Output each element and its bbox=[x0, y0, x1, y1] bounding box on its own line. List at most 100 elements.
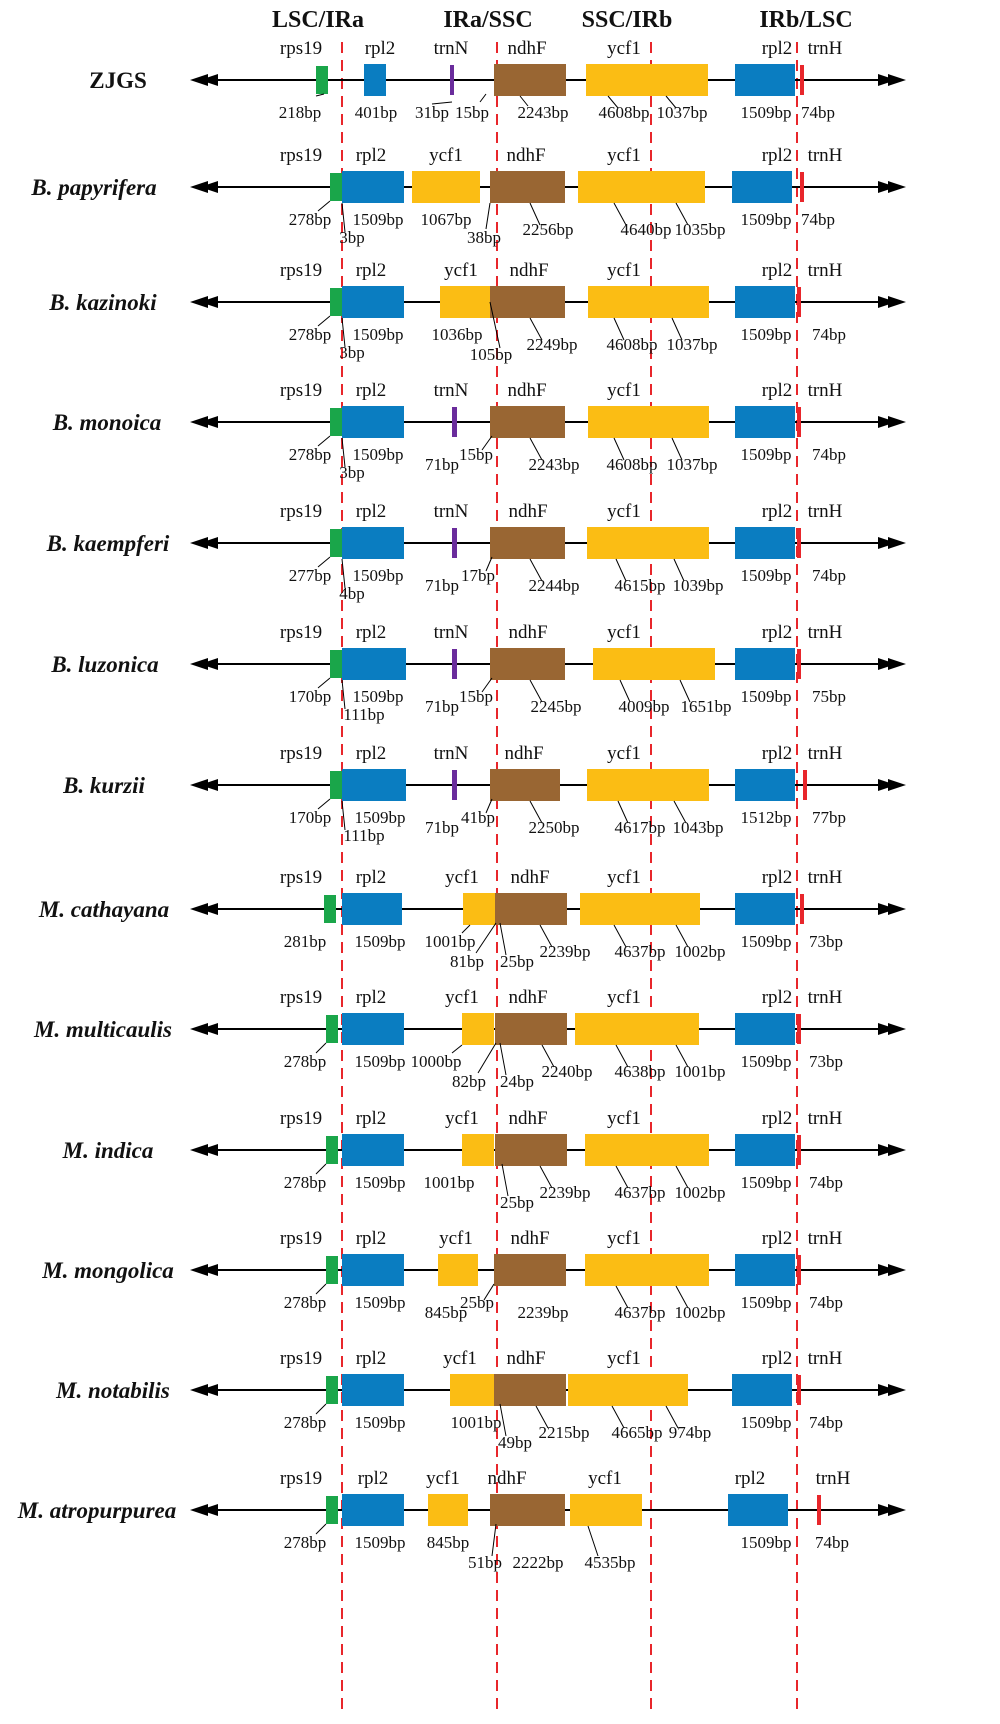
right-arrow-icon bbox=[878, 1504, 906, 1516]
gene-label-rps19: rps19 bbox=[280, 1468, 322, 1489]
gene-label-rpl2: rpl2 bbox=[356, 145, 387, 166]
gene-label-rpl2-b: rpl2 bbox=[762, 1348, 793, 1369]
bp-leader-line bbox=[587, 1525, 599, 1557]
bp-length-label: 2215bp bbox=[539, 1423, 590, 1442]
bp-leader-line bbox=[341, 202, 346, 233]
bp-length-label: 1037bp bbox=[667, 335, 718, 354]
gene-label-rpl2-b: rpl2 bbox=[762, 38, 793, 59]
gene-label-ndhF: ndhF bbox=[508, 987, 547, 1008]
bp-length-label: 1001bp bbox=[425, 932, 476, 951]
gene-box-rpl2 bbox=[342, 171, 404, 203]
gene-box-rpl2 bbox=[342, 769, 406, 801]
bp-leader-line bbox=[529, 800, 543, 824]
gene-label-ycf1: ycf1 bbox=[607, 1348, 641, 1369]
bp-length-label: 4637bp bbox=[615, 1303, 666, 1322]
gene-label-ndhF: ndhF bbox=[487, 1468, 526, 1489]
gene-box-trnH bbox=[797, 1375, 801, 1405]
bp-length-label: 111bp bbox=[343, 826, 384, 845]
gene-box-rpl2 bbox=[342, 406, 404, 438]
bp-length-label: 1509bp bbox=[741, 1533, 792, 1552]
gene-box-rpl2-b bbox=[735, 893, 795, 925]
bp-length-label: 4665bp bbox=[612, 1423, 663, 1442]
gene-label-trnH: trnH bbox=[808, 987, 843, 1008]
bp-leader-line bbox=[539, 1165, 553, 1189]
gene-label-rpl2: rpl2 bbox=[356, 1228, 387, 1249]
gene-label-ycf1: ycf1 bbox=[607, 1228, 641, 1249]
gene-box-trnN bbox=[452, 770, 457, 800]
gene-label-trnN: trnN bbox=[434, 622, 469, 643]
gene-box-ndhF bbox=[490, 648, 565, 680]
bp-length-label: 71bp bbox=[425, 455, 459, 474]
gene-label-trnN: trnN bbox=[434, 743, 469, 764]
gene-box-trnH bbox=[797, 1135, 801, 1165]
gene-box-rps19 bbox=[330, 288, 342, 316]
gene-box-trnH bbox=[800, 894, 804, 924]
gene-box-ycf1 bbox=[568, 1374, 688, 1406]
bp-length-label: 1509bp bbox=[741, 445, 792, 464]
gene-label-rps19: rps19 bbox=[280, 1108, 322, 1129]
gene-label-trnH: trnH bbox=[808, 1108, 843, 1129]
gene-box-rpl2 bbox=[342, 527, 404, 559]
gene-box-trnN bbox=[452, 649, 457, 679]
gene-box-rps19 bbox=[324, 895, 336, 923]
bp-leader-line bbox=[613, 202, 627, 226]
bp-length-label: 1509bp bbox=[741, 1173, 792, 1192]
right-arrow-icon bbox=[878, 1023, 906, 1035]
bp-length-label: 17bp bbox=[461, 566, 495, 585]
gene-label-trnH: trnH bbox=[808, 38, 843, 59]
bp-length-label: 281bp bbox=[284, 932, 327, 951]
bp-leader-line bbox=[671, 317, 683, 341]
gene-box-rpl2 bbox=[342, 1134, 404, 1166]
bp-length-label: 1002bp bbox=[675, 1183, 726, 1202]
gene-label-trnH: trnH bbox=[808, 145, 843, 166]
bp-leader-line bbox=[317, 798, 331, 810]
bp-length-label: 2245bp bbox=[531, 697, 582, 716]
gene-label-rps19: rps19 bbox=[280, 1348, 322, 1369]
gene-box-rps19 bbox=[326, 1496, 338, 1524]
bp-length-label: 4608bp bbox=[607, 335, 658, 354]
bp-length-label: 1509bp bbox=[741, 566, 792, 585]
bp-length-label: 2243bp bbox=[529, 455, 580, 474]
gene-box-ndhF bbox=[495, 893, 567, 925]
bp-length-label: 3bp bbox=[339, 343, 365, 362]
gene-box-rpl2-b bbox=[735, 406, 795, 438]
bp-length-label: 51bp bbox=[468, 1553, 502, 1572]
species-label: M. multicaulis bbox=[33, 1017, 172, 1042]
bp-length-label: 845bp bbox=[425, 1303, 468, 1322]
gene-box-ndhF bbox=[490, 1494, 565, 1526]
right-arrow-icon bbox=[878, 1264, 906, 1276]
bp-leader-line bbox=[477, 1042, 497, 1074]
gene-box-ycf1-a bbox=[438, 1254, 478, 1286]
bp-length-label: 74bp bbox=[812, 445, 846, 464]
gene-box-trnH bbox=[797, 1014, 801, 1044]
bp-length-label: 278bp bbox=[284, 1052, 327, 1071]
gene-box-ycf1-a bbox=[412, 171, 480, 203]
bp-length-label: 1509bp bbox=[741, 210, 792, 229]
bp-length-label: 1035bp bbox=[675, 220, 726, 239]
bp-length-label: 1036bp bbox=[432, 325, 483, 344]
gene-label-rpl2: rpl2 bbox=[356, 622, 387, 643]
bp-length-label: 4535bp bbox=[585, 1553, 636, 1572]
bp-leader-line bbox=[675, 1044, 689, 1068]
gene-box-rpl2 bbox=[342, 648, 406, 680]
bp-leader-line bbox=[679, 679, 691, 703]
gene-box-trnN bbox=[452, 407, 457, 437]
bp-length-label: 74bp bbox=[809, 1293, 843, 1312]
bp-leader-line bbox=[665, 95, 677, 109]
gene-label-rpl2-b: rpl2 bbox=[762, 501, 793, 522]
bp-length-label: 1509bp bbox=[353, 210, 404, 229]
bp-leader-line bbox=[613, 437, 625, 461]
gene-label-rpl2: rpl2 bbox=[356, 380, 387, 401]
junction-label-lsc-ira: LSC/IRa bbox=[272, 7, 364, 33]
bp-leader-line bbox=[529, 202, 541, 226]
species-label: B. kurzii bbox=[62, 773, 145, 798]
gene-box-rpl2-b bbox=[735, 527, 795, 559]
gene-box-rpl2-b bbox=[735, 286, 795, 318]
bp-length-label: 1000bp bbox=[411, 1052, 462, 1071]
right-arrow-icon bbox=[878, 296, 906, 308]
bp-length-label: 4638bp bbox=[615, 1062, 666, 1081]
left-arrow-icon bbox=[190, 296, 218, 308]
bp-length-label: 278bp bbox=[289, 445, 332, 464]
gene-label-rpl2: rpl2 bbox=[356, 1108, 387, 1129]
bp-leader-line bbox=[485, 798, 493, 814]
